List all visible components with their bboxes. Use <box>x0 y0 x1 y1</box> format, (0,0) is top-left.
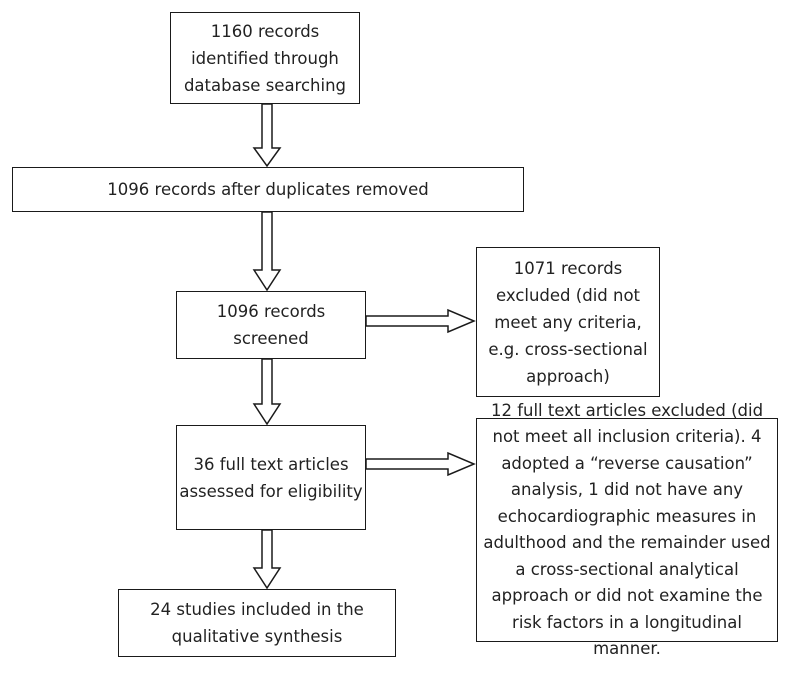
fulltext-assessed-text: 36 full text articles assessed for eligi… <box>179 454 363 501</box>
arrow-assessed-to-excluded <box>365 451 476 477</box>
arrow-deduplicated-to-screened <box>252 211 282 292</box>
included-text: 24 studies included in the qualitative s… <box>150 600 364 646</box>
deduplicated-text: 1096 records after duplicates removed <box>107 180 429 199</box>
screened-text: 1096 records screened <box>216 302 326 348</box>
arrow-assessed-to-included <box>252 529 282 590</box>
arrow-screened-to-excluded <box>365 308 476 334</box>
fulltext-excluded-text: 12 full text articles excluded (did not … <box>483 400 771 659</box>
identified-text: 1160 records identified through database… <box>183 21 347 95</box>
screened-box: 1096 records screened <box>176 291 366 359</box>
screen-excluded-text: 1071 records excluded (did not meet any … <box>488 258 648 386</box>
arrow-screened-to-assessed <box>252 358 282 426</box>
fulltext-excluded-box: 12 full text articles excluded (did not … <box>476 401 778 658</box>
screen-excluded-box: 1071 records excluded (did not meet any … <box>476 247 660 397</box>
deduplicated-box: 1096 records after duplicates removed <box>12 167 524 212</box>
identified-box: 1160 records identified through database… <box>170 12 360 104</box>
included-box: 24 studies included in the qualitative s… <box>118 589 396 657</box>
arrow-identified-to-deduplicated <box>252 103 282 168</box>
fulltext-assessed-box: 36 full text articles assessed for eligi… <box>176 425 366 530</box>
